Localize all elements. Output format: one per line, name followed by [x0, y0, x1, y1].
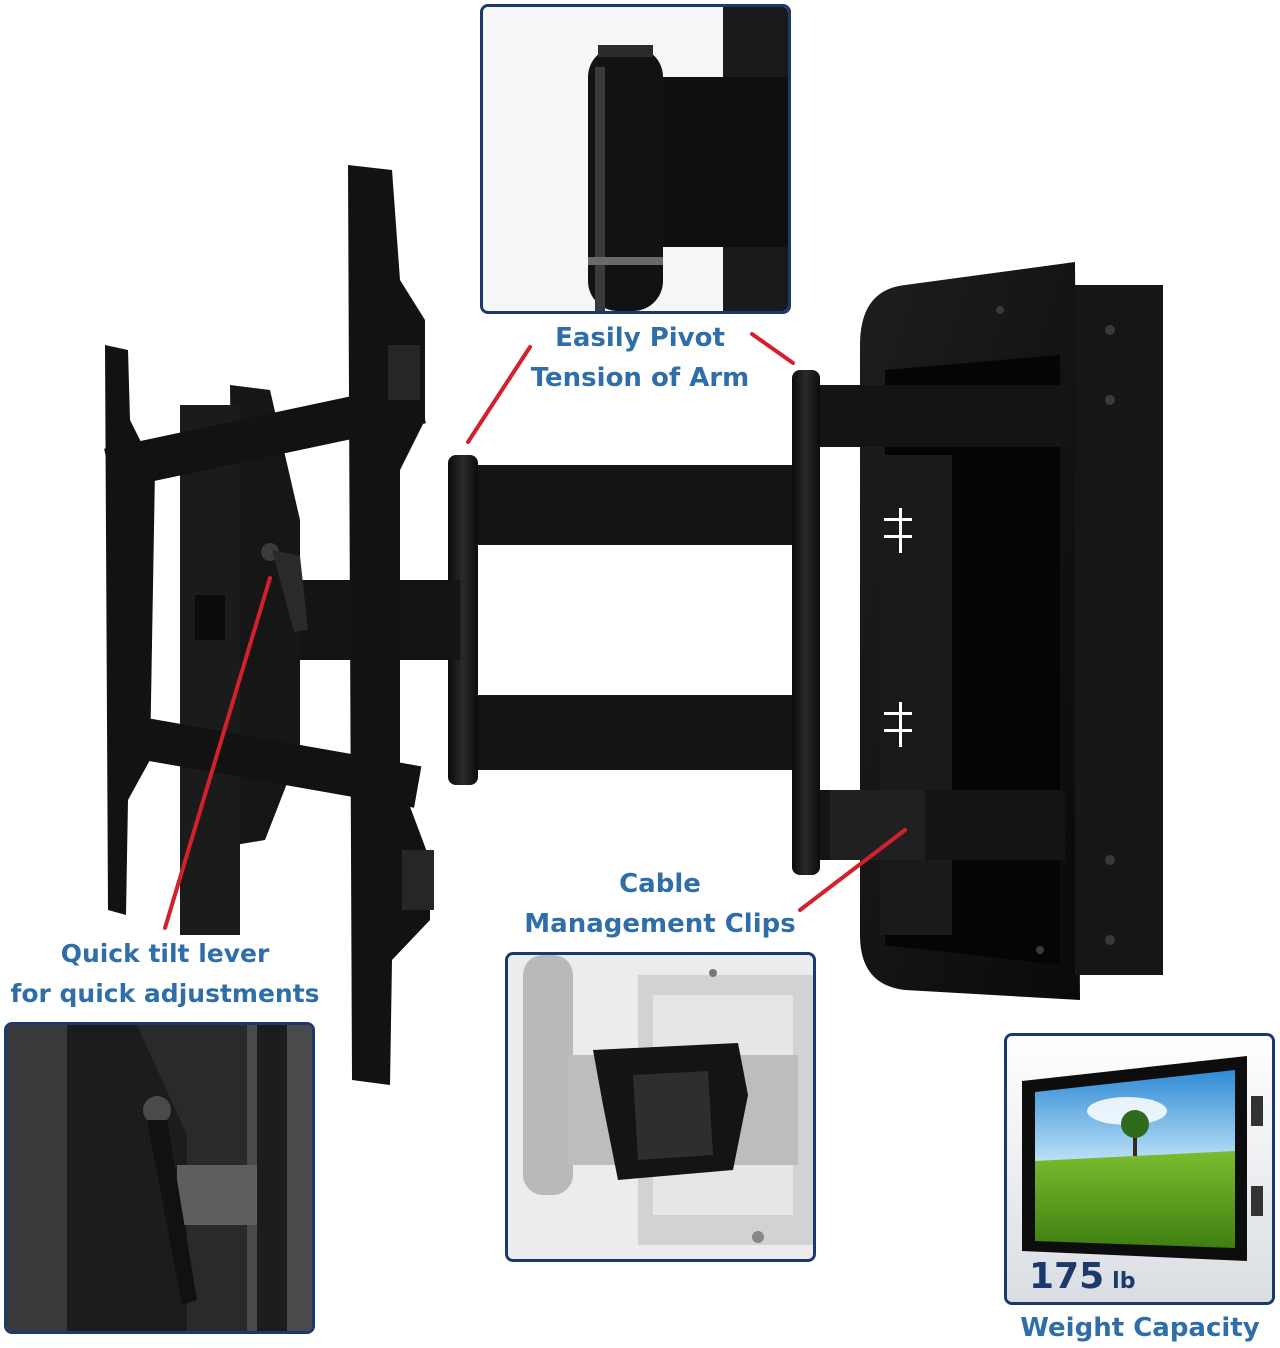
cable-label-line-1: Cable: [619, 869, 701, 899]
weight-capacity-callout: 175 lb: [1004, 1033, 1275, 1305]
cable-clip-detail-callout: [505, 952, 816, 1262]
pivot-pointer-line-right: [750, 332, 795, 365]
pivot-label-line-2: Tension of Arm: [530, 363, 750, 393]
pivot-label-line-1: Easily Pivot: [555, 323, 725, 353]
weight-unit: lb: [1112, 1269, 1136, 1294]
tilt-lever-label: Quick tilt lever for quick adjustments: [0, 934, 330, 1014]
pivot-tension-label: Easily Pivot Tension of Arm: [500, 318, 780, 398]
cable-pointer-line: [798, 828, 907, 912]
weight-capacity-caption: Weight Capacity: [1020, 1313, 1260, 1343]
cable-management-label: Cable Management Clips: [515, 864, 805, 944]
tv-adapter-plate: [104, 165, 434, 1085]
cable-label-line-2: Management Clips: [524, 909, 796, 939]
tilt-lever-detail-callout: [4, 1022, 315, 1334]
tilt-pointer-line: [163, 576, 272, 930]
weight-value-text: 175 lb: [1029, 1256, 1135, 1297]
tv-image-icon: [1007, 1036, 1272, 1302]
weight-value: 175: [1029, 1256, 1105, 1297]
tilt-label-line-2: for quick adjustments: [10, 979, 320, 1008]
tilt-label-line-1: Quick tilt lever: [60, 939, 270, 968]
pivot-detail-callout: [480, 4, 791, 314]
pivot-pointer-line-left: [466, 345, 532, 444]
